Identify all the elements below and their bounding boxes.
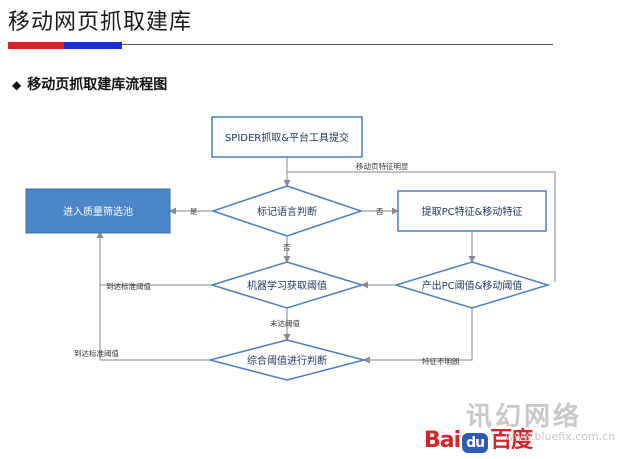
- logo-part3: 百度: [490, 428, 533, 453]
- edge-combined-to-pool: [99, 235, 212, 361]
- edge-label-not-reach: 未达阈值: [270, 318, 300, 328]
- title-divider: [8, 44, 553, 45]
- node-pc-mobile-threshold: [393, 261, 551, 309]
- watermark-url: www.bluefix.com.cn: [505, 430, 616, 443]
- node-combined-judge-label: 综合阈值进行判断: [247, 354, 327, 367]
- section-heading: ◆ 移动页抓取建库流程图: [12, 74, 167, 94]
- title-accent-red: [8, 42, 64, 49]
- edge-label-no: 否: [376, 207, 384, 216]
- edge-mobile-declare: [287, 171, 556, 282]
- edge-ml-to-pool: [96, 231, 216, 286]
- title-accent-blue: [64, 42, 122, 49]
- node-spider-submit-label: SPIDER抓取&平台工具提交: [225, 131, 349, 144]
- edge-label-mobile-declare: 移动页特征明显: [356, 161, 409, 171]
- node-lang-detect-label: 标记语言判断: [257, 205, 317, 218]
- edge-label-yes: 是: [190, 207, 198, 216]
- node-combined-judge: [207, 339, 367, 381]
- logo-part1: Bai: [424, 428, 461, 453]
- node-spider-submit: [211, 116, 363, 158]
- edge-label-reach-1: 到达标准阈值: [106, 281, 151, 291]
- slide-title: 移动网页抓取建库: [8, 10, 193, 35]
- section-heading-text: 移动页抓取建库流程图: [27, 77, 168, 93]
- node-extract-features-label: 提取PC特征&移动特征: [422, 205, 523, 218]
- watermark-brand: 讯幻网络: [466, 402, 583, 432]
- node-ml-threshold-label: 机器学习获取阈值: [247, 279, 327, 292]
- edge-label-reach-2: 到达标准阈值: [74, 348, 119, 358]
- node-extract-features: [397, 190, 547, 232]
- edge-label-feature-unclear: 特征不明朗: [422, 356, 460, 366]
- diamond-bullet-icon: ◆: [12, 78, 22, 92]
- edge-label-no2: 否: [283, 243, 291, 252]
- node-pc-mobile-threshold-label: 产出PC阈值&移动阈值: [422, 279, 523, 292]
- node-quality-pool: [25, 188, 171, 234]
- node-quality-pool-label: 进入质量筛选池: [63, 205, 133, 218]
- node-lang-detect: [210, 185, 364, 237]
- node-ml-threshold: [209, 261, 365, 309]
- edge-threshold-to-combined: [363, 308, 473, 364]
- logo-paw-icon: du: [462, 433, 489, 453]
